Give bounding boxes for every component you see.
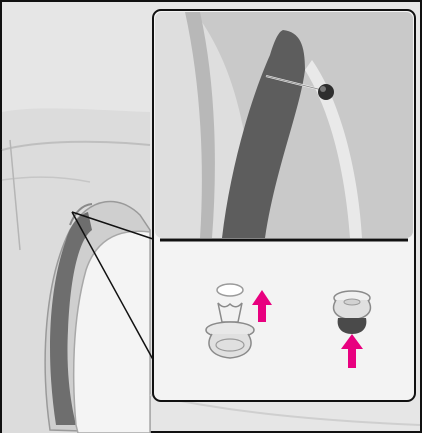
fender-liner-closeup-panel xyxy=(155,12,413,238)
fastener-clip-icon xyxy=(334,291,371,334)
fastener-head-icon xyxy=(318,84,334,100)
